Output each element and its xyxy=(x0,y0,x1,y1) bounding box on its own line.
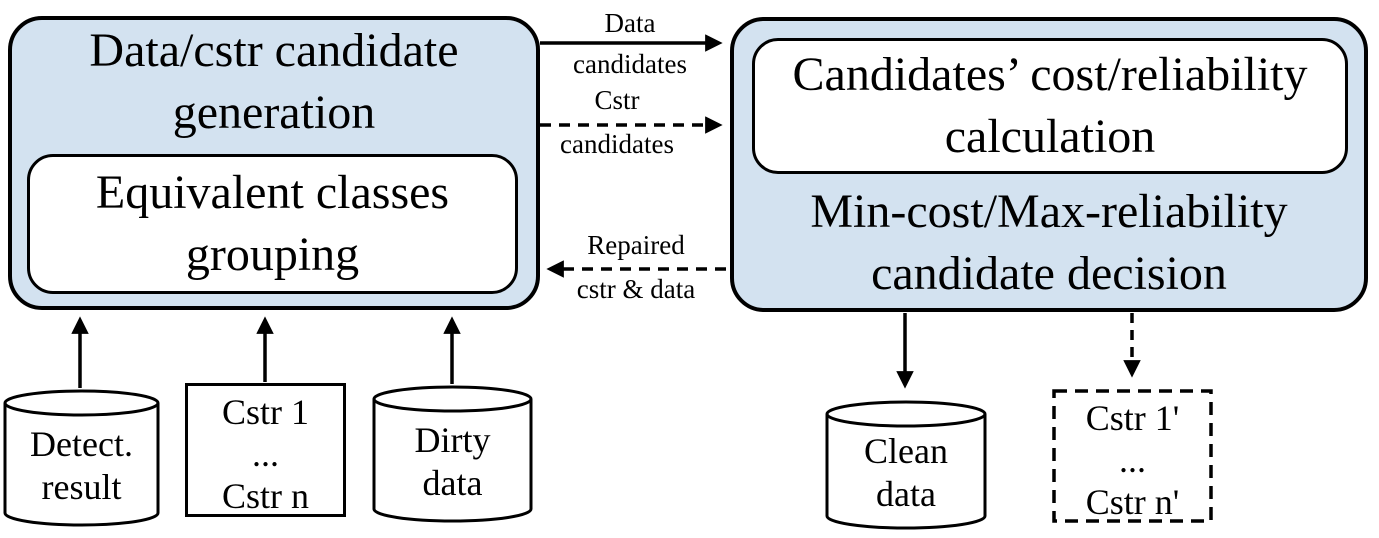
cstr-set-rect: Cstr 1 ... Cstr n xyxy=(185,383,346,517)
cylinder-icon xyxy=(3,389,160,527)
repaired-label-top: Repaired xyxy=(587,230,685,260)
cstr-candidates-label-bottom: candidates xyxy=(560,129,674,159)
repaired-cstr-rect: Cstr 1' ... Cstr n' xyxy=(1052,389,1213,523)
data-candidates-label-bottom: candidates xyxy=(573,49,687,79)
candidate-generation-title-line1: Data/cstr candidate xyxy=(89,24,459,77)
cylinder-icon xyxy=(372,385,533,523)
cost-reliability-box: Candidates’ cost/reliability calculation xyxy=(752,38,1348,174)
decision-label-line2: candidate decision xyxy=(871,247,1227,300)
cstr-candidates-label-top: Cstr xyxy=(594,85,640,115)
cstr-set-label: Cstr 1 ... Cstr n xyxy=(221,392,309,516)
repaired-label-bottom: cstr & data xyxy=(576,274,696,304)
decision-label: Min-cost/Max-reliability candidate decis… xyxy=(730,181,1368,305)
dirty-data-label: Dirty data xyxy=(414,420,491,503)
decision-label-line1: Min-cost/Max-reliability xyxy=(810,185,1288,238)
clean-data-label: Clean data xyxy=(864,431,948,514)
detect-result-cylinder: Detect. result xyxy=(3,389,160,527)
dirty-data-cylinder: Dirty data xyxy=(372,385,533,523)
candidate-generation-title: Data/cstr candidate generation xyxy=(8,20,540,144)
candidate-generation-title-line2: generation xyxy=(172,86,376,139)
equivalent-classes-line2: grouping xyxy=(185,228,360,281)
equivalent-classes-box: Equivalent classes grouping xyxy=(27,154,518,294)
cost-reliability-line2: calculation xyxy=(944,110,1156,163)
equivalent-classes-line1: Equivalent classes xyxy=(95,166,450,219)
repaired-cstr-label: Cstr 1' ... Cstr n' xyxy=(1085,398,1180,522)
detect-result-label: Detect. result xyxy=(30,424,133,507)
cylinder-icon xyxy=(825,400,987,530)
data-candidates-label-top: Data xyxy=(604,8,656,38)
dashed-rect-icon xyxy=(1052,389,1213,523)
clean-data-cylinder: Clean data xyxy=(825,400,987,530)
cost-reliability-line1: Candidates’ cost/reliability xyxy=(792,48,1308,101)
